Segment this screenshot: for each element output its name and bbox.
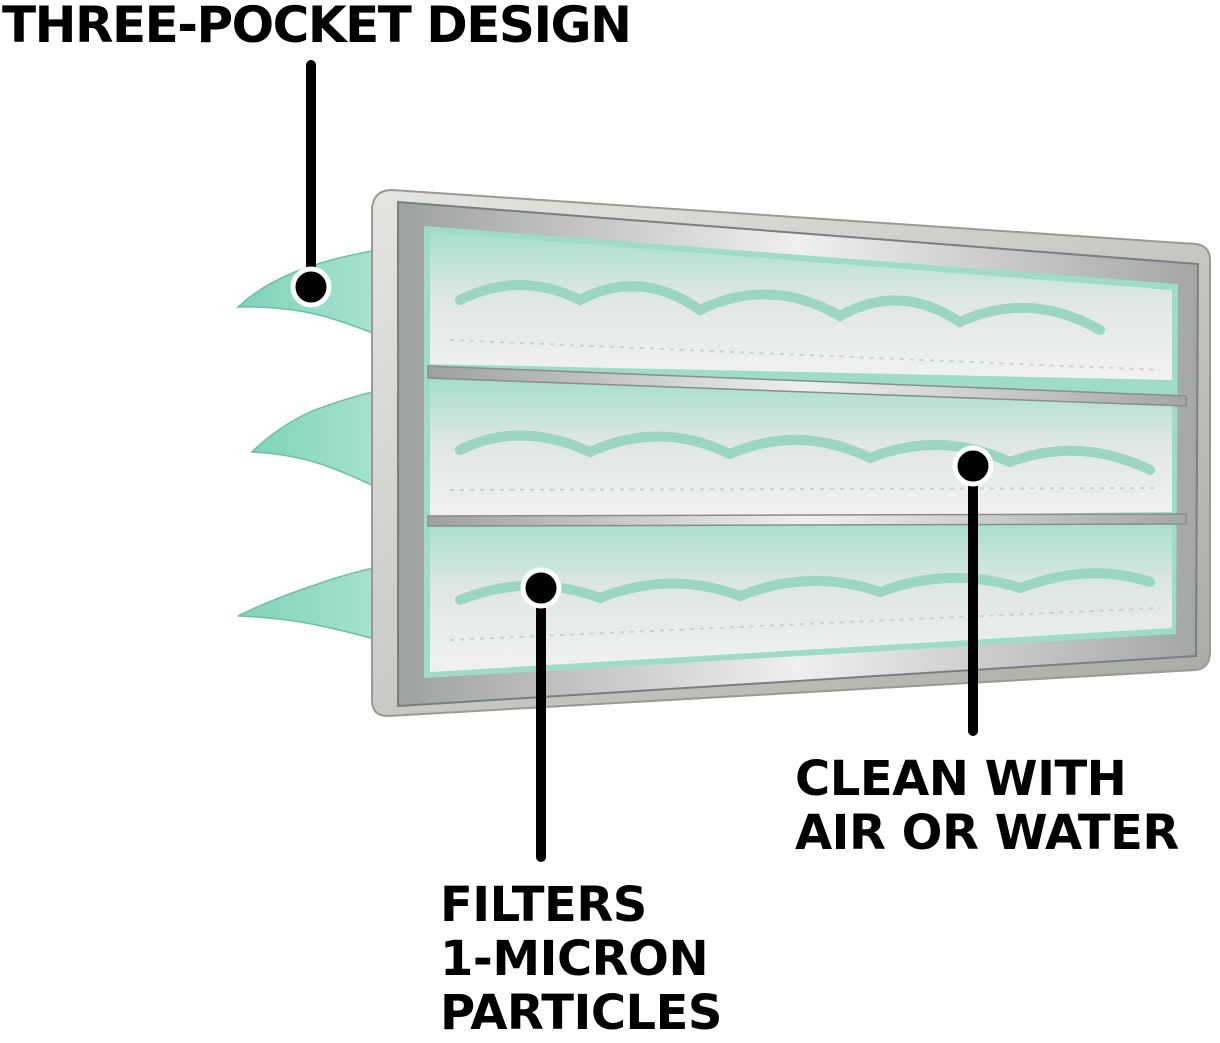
pocket-tips xyxy=(236,249,385,644)
pointer-filters xyxy=(520,567,562,862)
pointer-three-pocket xyxy=(290,60,332,308)
callout-line: 1-MICRON xyxy=(440,931,709,987)
pocket-bottom xyxy=(430,520,1172,672)
separator-bar-bottom xyxy=(427,513,1187,527)
pocket-top xyxy=(430,232,1172,380)
pocket-middle xyxy=(430,380,1172,520)
callout-line: PARTICLES xyxy=(440,985,723,1041)
callout-pointers xyxy=(290,60,994,862)
callout-line: AIR OR WATER xyxy=(795,805,1179,861)
separator-bar-top xyxy=(427,365,1187,407)
callout-line: CLEAN WITH xyxy=(795,751,1127,807)
pocket-tip-bottom xyxy=(237,565,385,644)
pocket-tip-middle xyxy=(250,389,383,492)
pocket-openings xyxy=(427,232,1187,672)
pointer-clean xyxy=(952,445,994,736)
callout-three-pocket-design: THREE-POCKET DESIGN xyxy=(2,0,632,54)
callout-line: FILTERS xyxy=(440,877,647,933)
callout-filters-1-micron: FILTERS 1-MICRON PARTICLES xyxy=(440,877,723,1041)
callout-clean-with-air-or-water: CLEAN WITH AIR OR WATER xyxy=(795,752,1179,860)
